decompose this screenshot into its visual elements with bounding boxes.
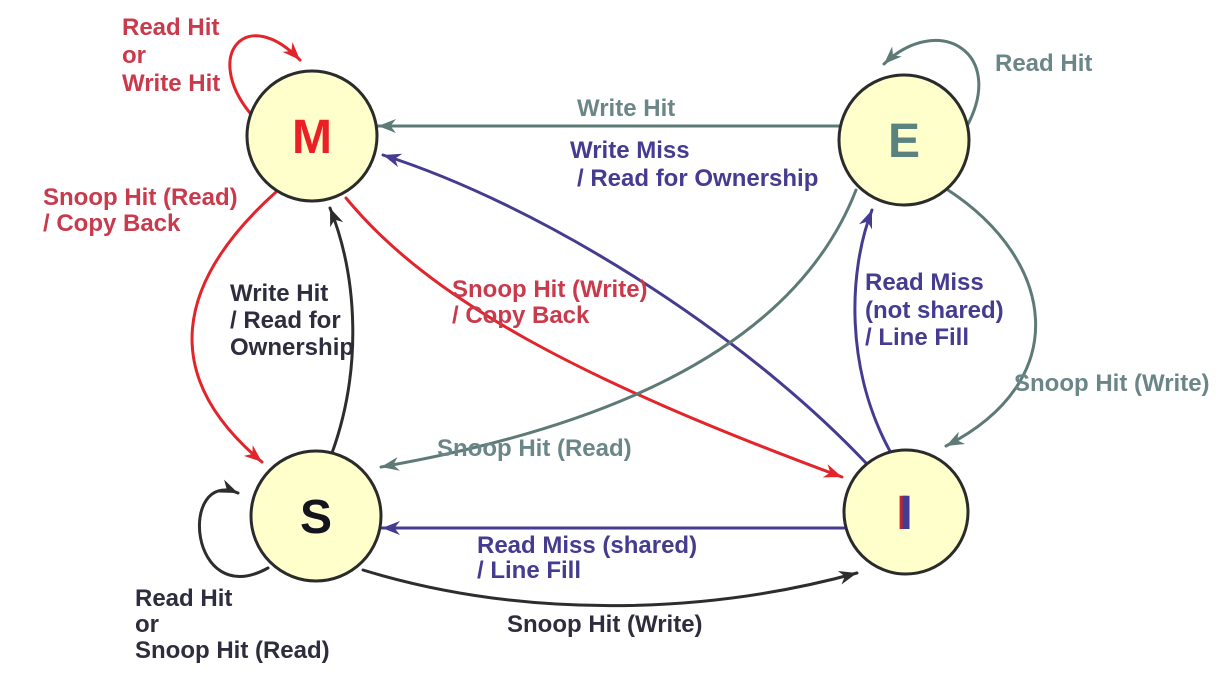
label-m-self-line0: Read Hit [122, 14, 219, 41]
label-s-to-m-line1: / Read for [230, 307, 341, 334]
arrow-i-to-m [381, 153, 868, 465]
label-e-to-i: Snoop Hit (Write) [1014, 370, 1210, 397]
state-e-label: E [888, 115, 920, 168]
label-i-to-e-line0: Read Miss [865, 269, 984, 296]
state-s-circle [249, 449, 383, 583]
arrow-m-to-s [190, 190, 278, 464]
arrow-s-to-m [328, 206, 355, 455]
state-i-circle [842, 448, 970, 576]
arrow-e-to-i [944, 188, 1037, 448]
state-i-label: I [899, 487, 912, 540]
label-i-to-m-line1: / Read for Ownership [577, 165, 818, 192]
label-i-to-m-line0: Write Miss [570, 137, 690, 164]
label-s-to-m-line0: Write Hit [230, 280, 328, 307]
state-m: M [245, 69, 379, 203]
arrow-i-to-e [853, 208, 893, 455]
label-m-to-s-line1: / Copy Back [43, 210, 181, 237]
arrow-m-to-i [344, 196, 844, 479]
states: M E S I I [245, 69, 971, 583]
state-s: S [249, 449, 383, 583]
transition-labels: Read Hit or Write Hit Read Hit Write Hit… [43, 14, 1210, 664]
label-i-to-s-line1: / Line Fill [477, 557, 581, 584]
label-m-to-i-line0: Snoop Hit (Write) [452, 276, 648, 303]
arrow-m-self-loop [228, 34, 302, 115]
state-s-label: S [300, 491, 332, 544]
label-i-to-e-line2: / Line Fill [865, 324, 969, 351]
arrow-s-self-loop [197, 479, 270, 578]
label-e-to-m: Write Hit [577, 95, 675, 122]
label-i-to-s-line0: Read Miss (shared) [477, 532, 697, 559]
label-m-to-s-line0: Snoop Hit (Read) [43, 184, 238, 211]
state-e: E [837, 73, 971, 207]
label-s-self-line0: Read Hit [135, 585, 232, 612]
arrow-e-to-s [379, 188, 858, 471]
transition-arrows [190, 34, 1037, 608]
label-s-self-line1: or [135, 611, 159, 638]
label-m-to-i-line1: / Copy Back [452, 302, 590, 329]
label-e-self: Read Hit [995, 50, 1092, 77]
state-i-label-shadow: I [896, 487, 909, 540]
state-i: I I [842, 448, 970, 576]
label-m-self-line1: or [122, 42, 146, 69]
arrow-s-to-i [361, 568, 859, 608]
arrow-e-self-loop [882, 39, 981, 130]
label-e-to-s: Snoop Hit (Read) [437, 435, 632, 462]
state-m-label: M [292, 111, 332, 164]
label-s-self-line2: Snoop Hit (Read) [135, 637, 330, 664]
label-i-to-e-line1: (not shared) [865, 297, 1004, 324]
state-m-circle [245, 69, 379, 203]
label-s-to-i: Snoop Hit (Write) [507, 611, 703, 638]
label-s-to-m-line2: Ownership [230, 334, 354, 361]
state-e-circle [837, 73, 971, 207]
label-m-self-line2: Write Hit [122, 70, 220, 97]
